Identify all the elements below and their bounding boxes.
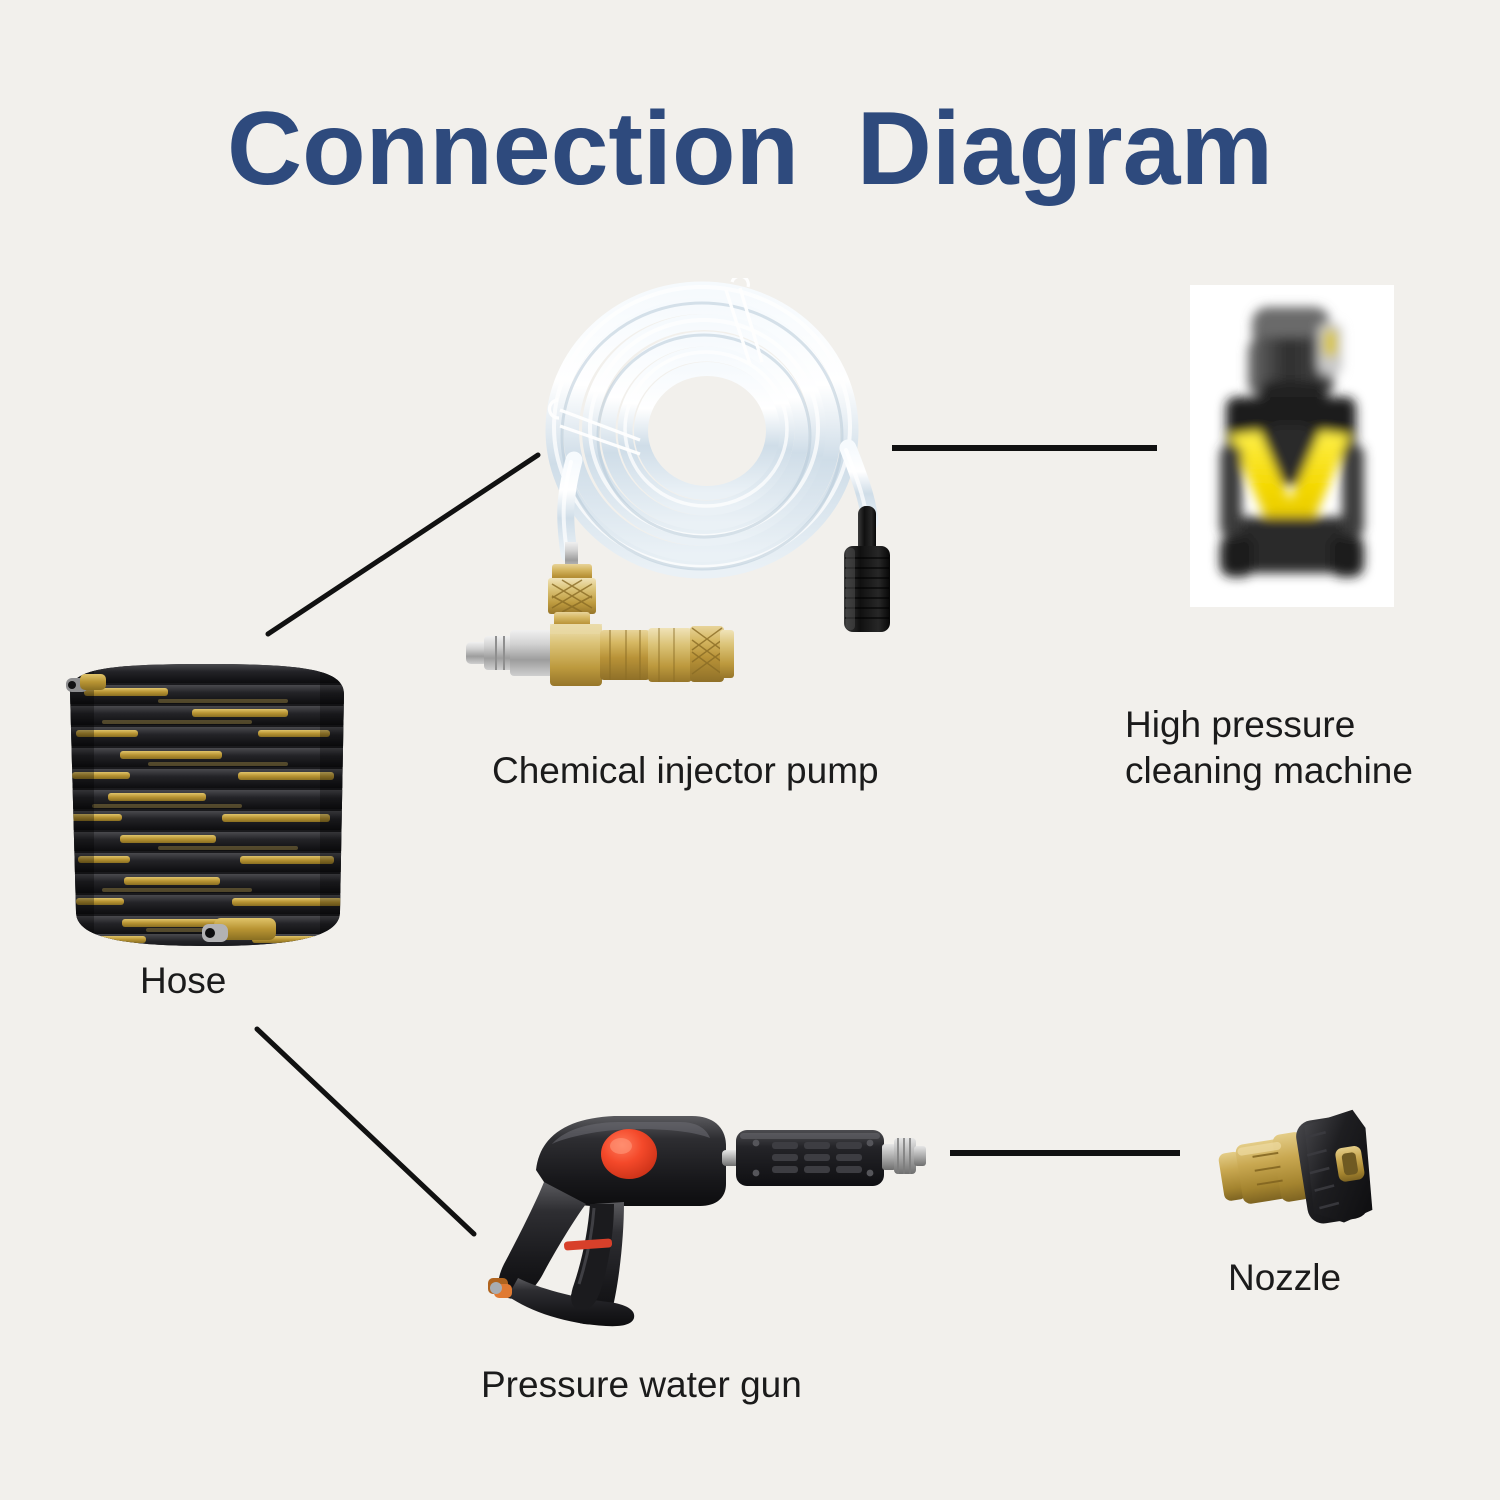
page-title: Connection Diagram (227, 91, 1273, 207)
injector-body-assembly (466, 624, 734, 686)
label-pressure-water-gun: Pressure water gun (481, 1364, 802, 1405)
hose-image (62, 662, 352, 950)
nozzle-image (1215, 1108, 1395, 1230)
label-nozzle: Nozzle (1228, 1257, 1342, 1298)
label-high-pressure-cleaning-machine: High pressure cleaning machine (1125, 704, 1413, 791)
gun-red-button (601, 1129, 657, 1179)
black-filter-weight (844, 506, 890, 632)
label-hose: Hose (140, 960, 227, 1001)
label-chemical-injector-pump: Chemical injector pump (492, 750, 879, 791)
hose-end-fitting-top (66, 674, 106, 692)
gun-lance (736, 1130, 884, 1186)
hose-gold-print (70, 688, 342, 943)
nozzle-black-head (1296, 1109, 1373, 1224)
hose-end-fitting-bottom (202, 918, 276, 942)
clear-tube-shadow (560, 301, 844, 571)
pressure-water-gun-image (474, 1098, 944, 1338)
gun-inlet-fitting (488, 1278, 512, 1298)
gun-quick-connect-tip (882, 1138, 926, 1174)
zip-tie (547, 398, 641, 456)
gun-safety-bar (564, 1238, 613, 1251)
high-pressure-cleaning-machine-image (1190, 285, 1394, 607)
chemical-injector-pump-image (440, 274, 940, 718)
connector-hose-to-gun (254, 1026, 477, 1237)
hose-coil (70, 664, 344, 946)
